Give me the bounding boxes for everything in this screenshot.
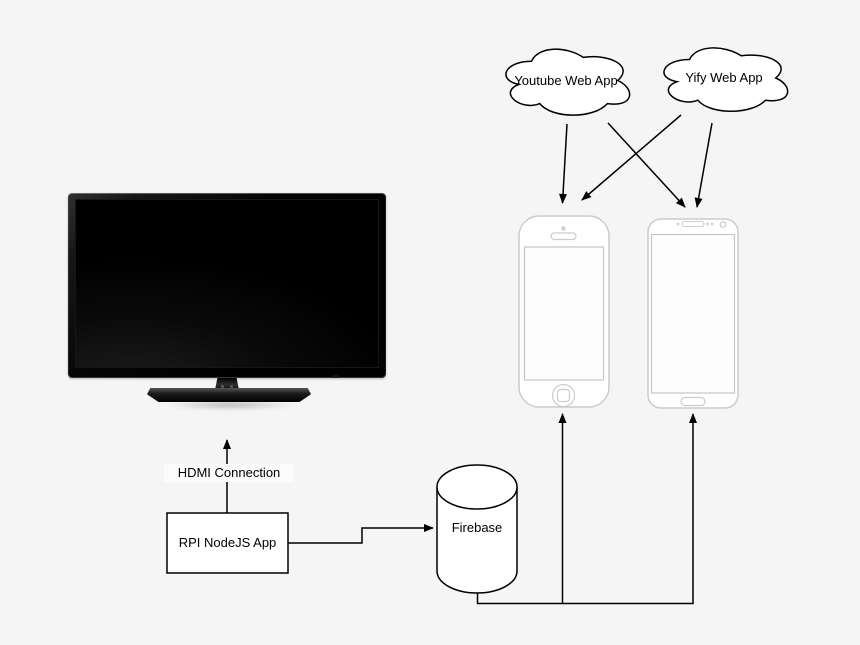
edge-yify-to-android: [694, 122, 713, 208]
android-sensor-dot: [710, 222, 714, 226]
iphone-camera-dot: [561, 226, 566, 231]
iphone-speaker: [550, 232, 577, 241]
iphone-screen: [523, 246, 605, 381]
firebase-cylinder-fill: [437, 487, 517, 593]
tv-shadow: [138, 399, 322, 411]
edge-yify-to-iphone: [581, 114, 682, 201]
android-sensor-dot: [676, 222, 680, 226]
android-phone-node: [647, 218, 739, 409]
android-screen: [650, 233, 736, 394]
tv-stand-screw: [230, 385, 233, 388]
edge-youtube-to-iphone: [559, 123, 568, 204]
android-front-camera: [719, 221, 727, 228]
tv-power-led: [333, 375, 338, 378]
rpi-node-box: [166, 512, 289, 574]
android-home-button: [680, 396, 706, 407]
iphone-node: [518, 215, 610, 408]
tv-stand-screw: [221, 385, 224, 388]
iphone-home-square: [556, 388, 571, 403]
android-speaker: [681, 220, 705, 228]
firebase-cylinder-top: [436, 464, 518, 510]
tv-node: [68, 193, 386, 378]
android-sensor-dot: [706, 222, 709, 226]
tv-screen: [75, 199, 379, 368]
tv-stand-base: [147, 388, 311, 402]
edge-youtube-to-android: [607, 122, 686, 208]
firebase-cylinder-body: [436, 487, 518, 594]
cloud-shape-yify: [663, 47, 789, 112]
edge-firebase-to-android: [476, 413, 697, 605]
cloud-shape-youtube: [505, 48, 631, 116]
edge-rpi-to-firebase: [288, 524, 434, 544]
